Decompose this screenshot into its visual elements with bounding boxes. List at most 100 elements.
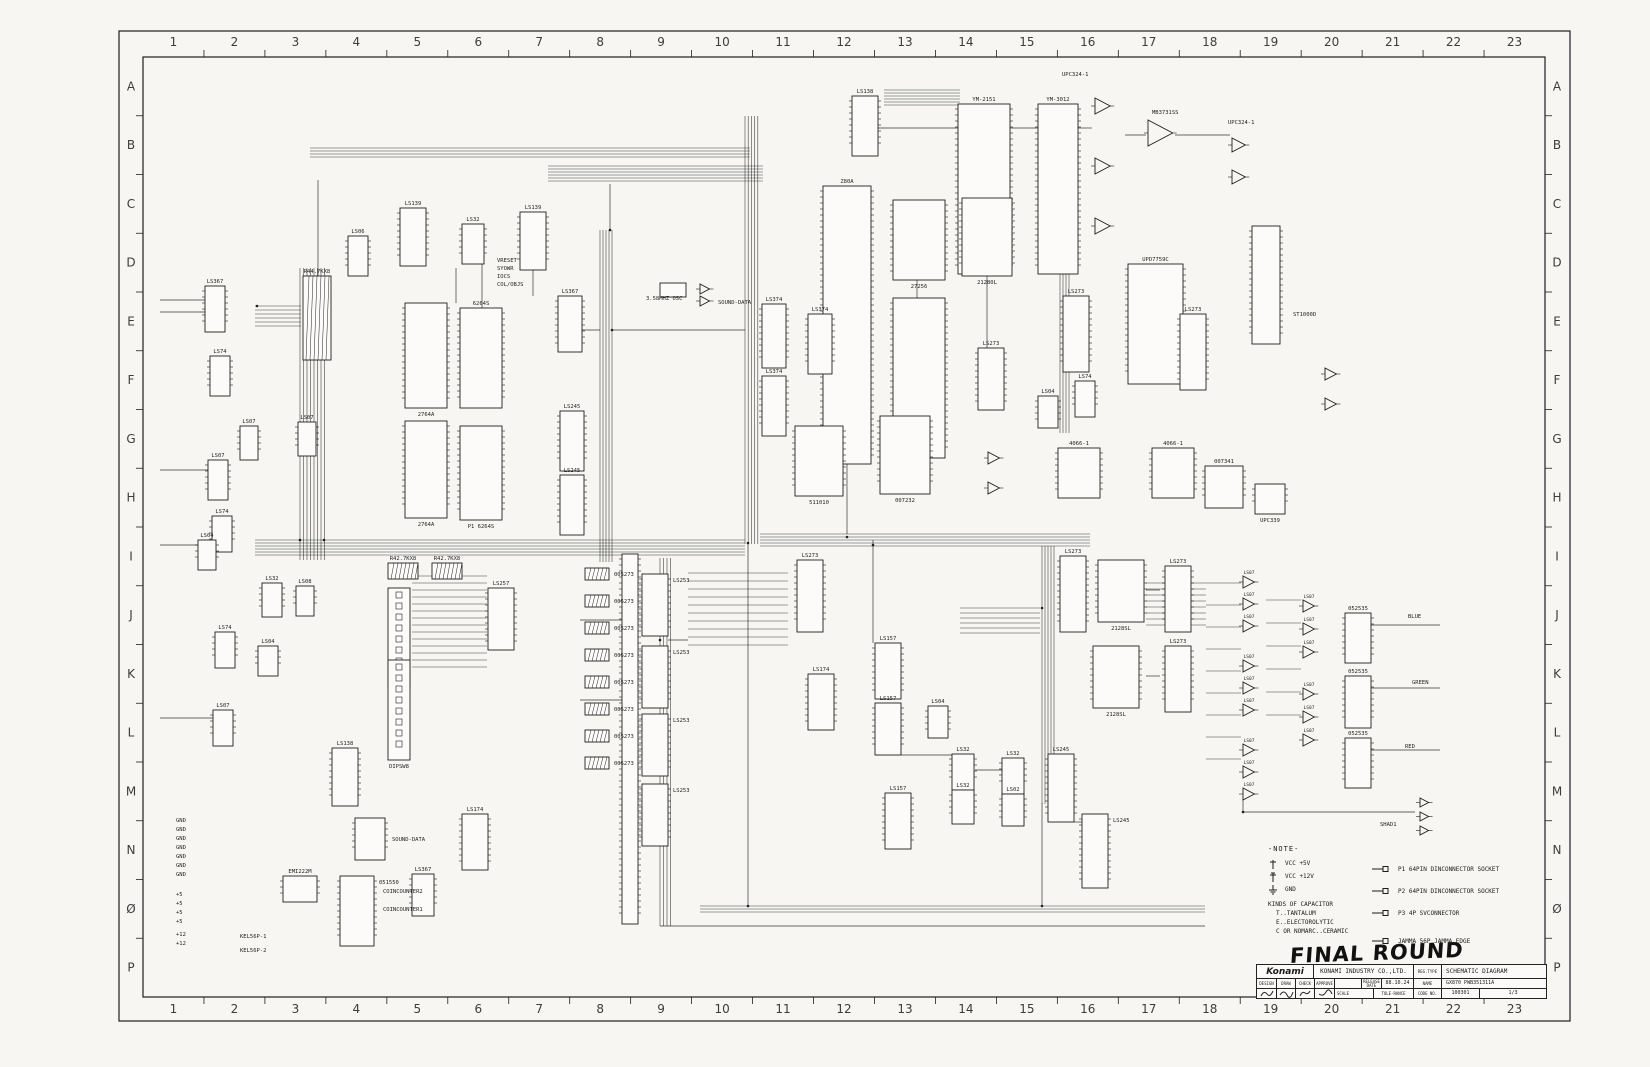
ic-ls07 [297, 421, 317, 457]
ic-ls367 [204, 285, 226, 333]
ic-label: LS245 [564, 404, 581, 410]
signal-label: +12 [176, 941, 186, 947]
ic-ls253 [641, 783, 669, 847]
junction-dot [1040, 904, 1044, 908]
grid-row-right-D: D [1552, 256, 1561, 270]
legend-row: P2 64PIN DINCONNECTOR SOCKET [1372, 880, 1547, 902]
ic-label: 4066-1 [1069, 441, 1089, 447]
grid-col-top-17: 17 [1141, 35, 1156, 49]
opamp-symbol [699, 283, 711, 295]
grid-row-right-B: B [1553, 138, 1561, 152]
design-label: DESIGN [1259, 980, 1274, 986]
ic-label: 005273 [614, 572, 634, 578]
resistor-hatch [587, 729, 592, 743]
signal-label: GND [176, 818, 186, 824]
resistor-hatch [438, 562, 443, 580]
ic-label: LS06 [351, 229, 364, 235]
ic-ls74 [1074, 380, 1096, 418]
resistor-hatch [599, 621, 604, 635]
opamp-symbol [987, 481, 1001, 495]
vcc5-symbol [1270, 859, 1276, 869]
ic-label: LS32 [1006, 751, 1019, 757]
ic-label: LS253 [673, 718, 690, 724]
ic-label: LS32 [265, 576, 278, 582]
ic-ls74 [209, 355, 231, 397]
opamp-symbol [1094, 157, 1112, 175]
ic-ls273 [1164, 565, 1192, 633]
ic-label: LS07 [216, 703, 229, 709]
legend-text: P2 64PIN DINCONNECTOR SOCKET [1398, 887, 1500, 895]
resistor-hatch [603, 567, 608, 581]
ic-007232 [879, 415, 931, 495]
signal-label: GND [176, 854, 186, 860]
ic-label: 2764A [418, 412, 435, 418]
signal-label: RED [1405, 744, 1415, 750]
grid-col-top-15: 15 [1019, 35, 1034, 49]
scale-label: SCALE [1337, 990, 1350, 996]
switch-element [395, 674, 403, 682]
ic-label: 052535 [1348, 731, 1368, 737]
grid-col-bottom-16: 16 [1080, 1002, 1095, 1016]
grid-row-left-L: L [128, 726, 135, 740]
ic-label: LS04 [200, 533, 214, 539]
signature [1318, 989, 1332, 996]
opamp-symbol [699, 295, 711, 307]
capacitor-item: E..ELECTOROLYTIC [1276, 919, 1334, 926]
opamp-symbol [1242, 787, 1256, 801]
date-label: DATE [1366, 982, 1377, 988]
grid-col-top-7: 7 [535, 35, 543, 49]
resistor-hatch [394, 562, 399, 580]
resistor-hatch [595, 675, 600, 689]
company-cell: KONAMI INDUSTRY CO.,LTD. [1313, 965, 1413, 978]
amp-label: LS07 [1244, 760, 1255, 766]
ic-label: LS374 [766, 297, 783, 303]
amp-label: LS07 [1244, 614, 1255, 620]
ic-ym-3012 [1037, 103, 1079, 275]
connector-symbol [1372, 910, 1389, 916]
note-item-text: GND [1285, 886, 1296, 893]
signal-label: SOUND-DATA [718, 300, 752, 306]
switch-element [395, 635, 403, 643]
check-label: CHECK [1298, 980, 1312, 986]
ic-label: UPD7759C [1142, 257, 1169, 263]
design-header: DESIGN [1257, 978, 1276, 988]
resistor-hatch [458, 562, 463, 580]
opamp-symbol [1302, 622, 1316, 636]
ic-005273 [584, 702, 610, 716]
board-name: GX870 PWB351311A [1446, 980, 1495, 986]
grid-col-top-14: 14 [958, 35, 973, 49]
ic-label: LS139 [525, 205, 542, 211]
grid-row-right-L: L [1554, 726, 1561, 740]
grid-row-right-P: P [1553, 961, 1560, 975]
ic-label: 005273 [614, 680, 634, 686]
grid-col-top-18: 18 [1202, 35, 1217, 49]
scale-cell: SCALE [1334, 988, 1373, 998]
resistor-hatch [603, 675, 608, 689]
opamp-symbol [1302, 733, 1316, 747]
ic-label: 005273 [614, 653, 634, 659]
signature [1279, 991, 1294, 998]
resistor-hatch [410, 562, 415, 580]
ic-ls138 [851, 95, 879, 157]
grid-row-right-K: K [1553, 667, 1562, 681]
approve-header: APPROVE [1314, 978, 1334, 988]
code-value-cell: 100301 [1441, 988, 1479, 998]
grid-row-right-Ø: Ø [1552, 902, 1561, 916]
ic-ls174 [461, 813, 489, 871]
opamp-symbol [1242, 659, 1256, 673]
ic-ls04 [927, 705, 949, 739]
opamp-symbol [1242, 575, 1256, 589]
amp-label: LS07 [1304, 640, 1315, 646]
grid-row-right-A: A [1553, 79, 1562, 93]
ic-label: LS07 [211, 453, 224, 459]
release-label: RELEASE [1363, 978, 1380, 984]
ic-4066-1 [1057, 447, 1101, 499]
ic-chip [354, 817, 386, 861]
junction-dot [658, 638, 662, 642]
signal-label: +5 [176, 892, 183, 898]
ic-label: LS02 [1006, 787, 1019, 793]
ic-ls02 [1001, 793, 1025, 827]
ic-label: LS74 [1078, 374, 1092, 380]
resistor-hatch [603, 621, 608, 635]
